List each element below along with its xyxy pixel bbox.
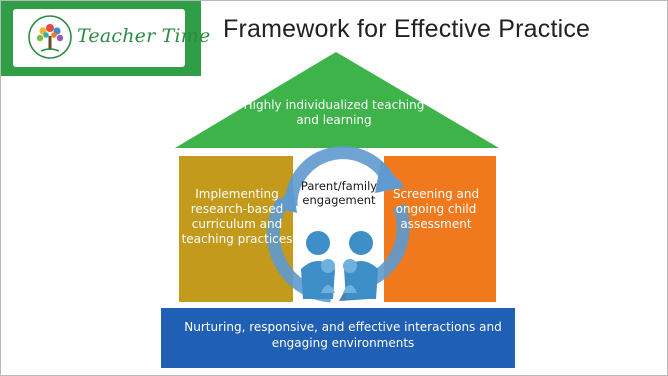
- logo-panel: Teacher Time: [1, 1, 210, 76]
- cycle-arrow-top: [284, 146, 393, 207]
- roof-label: Highly individualized teaching and learn…: [243, 98, 425, 127]
- tree-icon: [28, 15, 72, 59]
- teacher-time-logo: Teacher Time: [13, 9, 210, 67]
- right-pillar-label: Screening and ongoing child assessment: [392, 187, 480, 231]
- slide-header: Teacher Time Framework for Effective Pra…: [1, 1, 667, 76]
- left-pillar-label: Implementing research-based curriculum a…: [181, 187, 293, 246]
- slide-title: Framework for Effective Practice: [223, 15, 591, 43]
- family-icon: [301, 231, 378, 299]
- roof: [175, 52, 499, 148]
- arrowhead-top: [375, 161, 405, 193]
- center-label: Parent/family engagement: [300, 179, 378, 207]
- logo-wordmark: Teacher Time: [77, 25, 211, 47]
- foundation-label: Nurturing, responsive, and effective int…: [184, 320, 502, 350]
- foundation: [161, 308, 515, 368]
- arrowhead-left: [273, 187, 297, 213]
